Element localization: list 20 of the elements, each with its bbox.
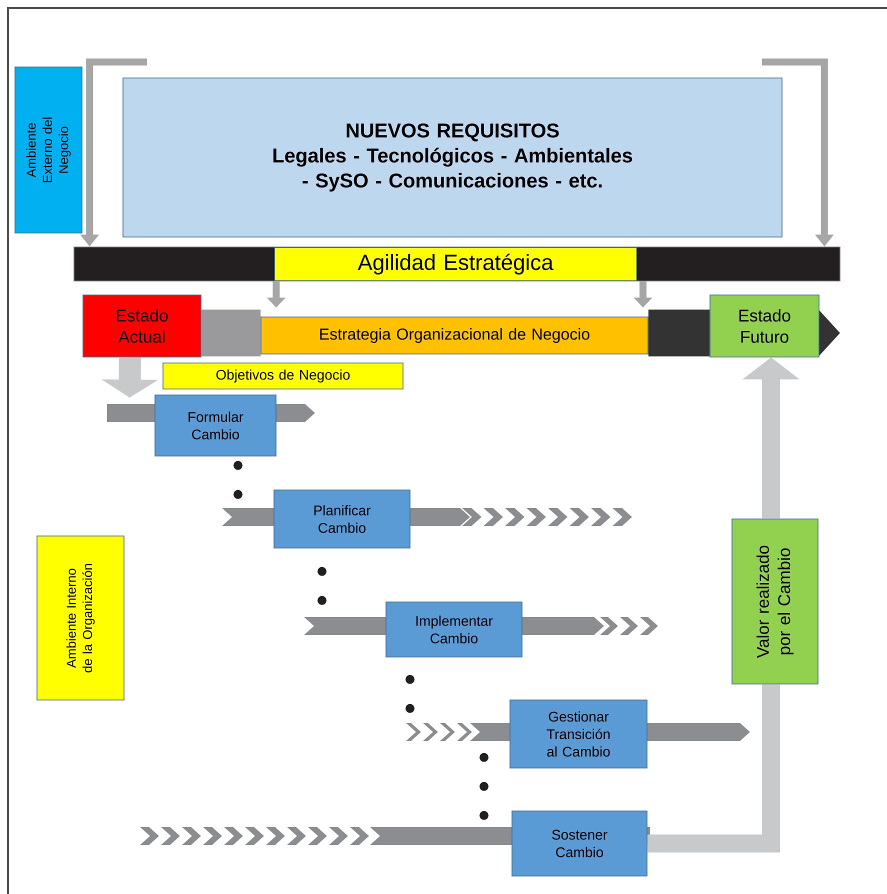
agility-box: Agilidad Estratégica — [274, 247, 637, 281]
process-box: Implementar Cambio — [304, 602, 658, 658]
value-box: Valor realizado por el Cambio — [732, 518, 818, 684]
side-label-box: Ambiente Interno de la Organización — [36, 536, 124, 700]
objectives-box: Objetivos de Negocio — [162, 362, 404, 390]
process-box: Planificar Cambio — [222, 490, 632, 548]
arrow — [648, 310, 710, 356]
process-box: Formular Cambio — [107, 394, 315, 456]
process-box: Sostener Cambio — [140, 810, 650, 876]
process-box: Gestionar Transición al Cambio — [406, 700, 750, 768]
dotted-connector — [480, 752, 488, 821]
strategy-box: Estrategia Organizacional de Negocio — [260, 316, 648, 354]
dotted-connector — [406, 674, 414, 714]
dotted-connector — [234, 460, 242, 500]
dotted-connector — [318, 566, 326, 606]
side-label-box: Ambiente Externo del Negocio — [14, 66, 82, 234]
requirements-box: NUEVOS REQUISITOS Legales - Tecnológicos - Ambientales - SySO - Comunicaciones - etc. — [122, 78, 782, 238]
arrow — [201, 310, 261, 356]
state-box: Estado Actual — [82, 294, 202, 358]
state-box: Estado Futuro — [710, 294, 840, 358]
